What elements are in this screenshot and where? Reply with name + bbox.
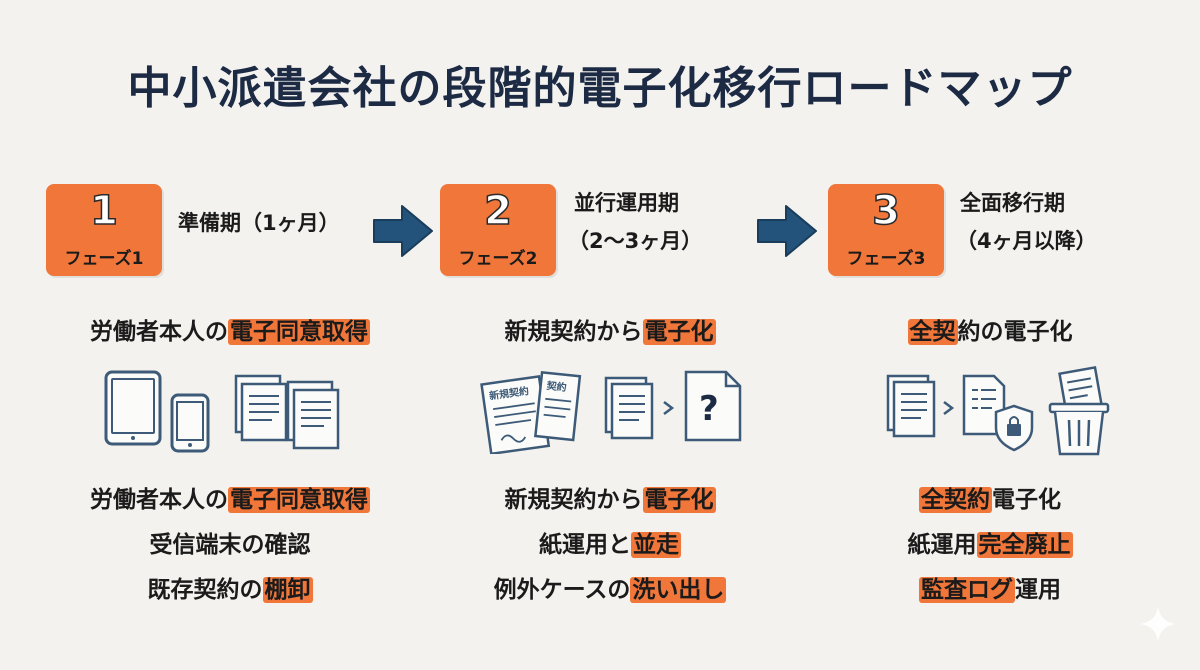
phase-2: 2 フェーズ2 並行運用期 （2〜3ヶ月） bbox=[440, 184, 760, 280]
highlight: 電子同意取得 bbox=[228, 487, 370, 513]
list-item: 紙運用と並走 bbox=[539, 532, 681, 558]
highlight: 全契約 bbox=[919, 487, 992, 513]
phase-3-label: フェーズ3 bbox=[846, 249, 926, 269]
arrow-right-icon bbox=[757, 205, 817, 257]
list-item: 例外ケースの洗い出し bbox=[493, 577, 727, 603]
phase-3-name: 全面移行期 bbox=[960, 191, 1065, 215]
document-stack-icon bbox=[234, 374, 340, 450]
highlight: 監査ログ bbox=[919, 577, 1015, 603]
phase-3-number: 3 bbox=[871, 187, 900, 235]
phase-3-duration: （4ヶ月以降） bbox=[956, 229, 1097, 253]
list-item: 新規契約から電子化 bbox=[504, 487, 716, 513]
phase-3-heading: 全契約の電子化 bbox=[907, 319, 1073, 345]
highlight: 全契 bbox=[907, 319, 958, 345]
document-to-question-icon: ? bbox=[604, 370, 742, 442]
list-item: 受信端末の確認 bbox=[149, 532, 311, 558]
arrow-right-icon bbox=[373, 205, 433, 257]
highlight: 並走 bbox=[631, 532, 681, 558]
svg-text:?: ? bbox=[699, 389, 719, 429]
phase-3-bullets: 全契約電子化 紙運用完全廃止 監査ログ運用 bbox=[800, 478, 1180, 613]
sparkle-icon bbox=[1140, 606, 1176, 642]
page-title: 中小派遣会社の段階的電子化移行ロードマップ bbox=[127, 63, 1073, 114]
highlight: 完全廃止 bbox=[976, 532, 1073, 558]
phase-1-label: フェーズ1 bbox=[64, 249, 144, 269]
phase-2-bullets: 新規契約から電子化 紙運用と並走 例外ケースの洗い出し bbox=[420, 478, 800, 613]
phase-1-bullets: 労働者本人の電子同意取得 受信端末の確認 既存契約の棚卸 bbox=[40, 478, 420, 613]
phase-3-badge: 3 フェーズ3 bbox=[828, 184, 944, 276]
phase-2-number: 2 bbox=[483, 187, 512, 235]
phase-1-heading: 労働者本人の電子同意取得 bbox=[90, 319, 370, 345]
highlight: 電子化 bbox=[642, 319, 716, 345]
paper-label-contract: 契約 bbox=[546, 379, 567, 394]
phase-1: 1 フェーズ1 準備期（1ヶ月） bbox=[46, 184, 386, 280]
phase-3: 3 フェーズ3 全面移行期 （4ヶ月以降） bbox=[828, 184, 1158, 280]
highlight: 棚卸 bbox=[262, 577, 313, 603]
list-item: 紙運用完全廃止 bbox=[907, 532, 1073, 558]
highlight: 洗い出し bbox=[630, 577, 727, 603]
list-item: 労働者本人の電子同意取得 bbox=[90, 487, 370, 513]
phase-1-number: 1 bbox=[89, 187, 118, 235]
phase-2-name: 並行運用期 bbox=[574, 191, 679, 215]
phase-1-badge: 1 フェーズ1 bbox=[46, 184, 162, 276]
tablet-icon bbox=[104, 370, 162, 446]
smartphone-icon bbox=[170, 393, 210, 453]
phase-1-name: 準備期（1ヶ月） bbox=[178, 211, 340, 235]
phase-2-duration: （2〜3ヶ月） bbox=[568, 229, 703, 253]
list-item: 監査ログ運用 bbox=[919, 577, 1061, 603]
phase-2-heading: 新規契約から電子化 bbox=[504, 319, 716, 345]
highlight: 電子化 bbox=[642, 487, 716, 513]
phase-2-badge: 2 フェーズ2 bbox=[440, 184, 556, 276]
paper-contracts-icon: 新規契約 契約 bbox=[480, 370, 582, 454]
phase-2-label: フェーズ2 bbox=[458, 249, 538, 269]
list-item: 既存契約の棚卸 bbox=[147, 577, 313, 603]
document-to-locked-icon bbox=[886, 374, 1034, 452]
highlight: 電子同意取得 bbox=[228, 319, 370, 345]
list-item: 全契約電子化 bbox=[919, 487, 1061, 513]
trash-bin-icon bbox=[1048, 366, 1110, 456]
